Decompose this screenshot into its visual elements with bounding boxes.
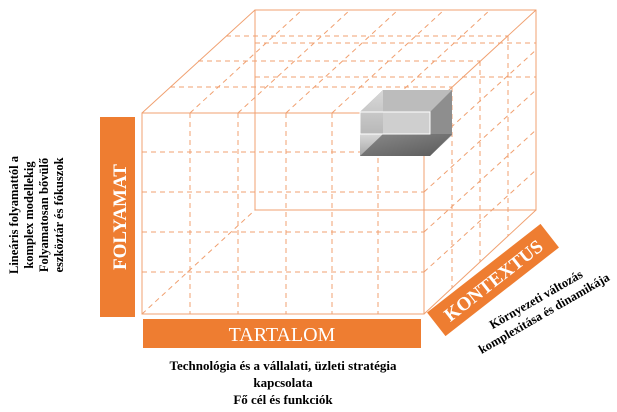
cube-front-face: [141, 112, 425, 315]
vertical-desc-line-1: Lineáris folyamattól a: [7, 155, 21, 274]
vertical-desc-line-2: komplex modellekig: [22, 161, 36, 269]
right-face-dashes: [423, 36, 537, 288]
tartalom-label: TARTALOM: [229, 324, 336, 346]
vertical-desc-line-4: eszköztár és fókuszok: [52, 157, 66, 272]
tartalom-badge: TARTALOM: [143, 319, 421, 348]
horizontal-description: Technológia és a vállalati, üzleti strat…: [170, 358, 397, 407]
highlighted-cell: [359, 90, 452, 156]
cube-depth-edges: [141, 9, 537, 315]
hidden-depth-edge: [141, 209, 256, 315]
folyamat-label: FOLYAMAT: [110, 164, 131, 270]
horizontal-desc-line-3: Fő cél és funkciók: [233, 392, 333, 407]
horizontal-desc-line-2: kapcsolata: [253, 375, 313, 390]
vertical-description: Lineáris folyamattól a komplex modelleki…: [7, 155, 66, 274]
top-face-dashes: [170, 9, 508, 114]
folyamat-badge: FOLYAMAT: [100, 117, 135, 317]
horizontal-desc-line-1: Technológia és a vállalati, üzleti strat…: [170, 358, 397, 373]
front-face-grid: [142, 113, 424, 314]
cube-back-face: [254, 9, 537, 211]
vertical-desc-line-3: Folyamatosan bővülő: [37, 158, 51, 272]
back-face-dashes: [255, 42, 536, 78]
